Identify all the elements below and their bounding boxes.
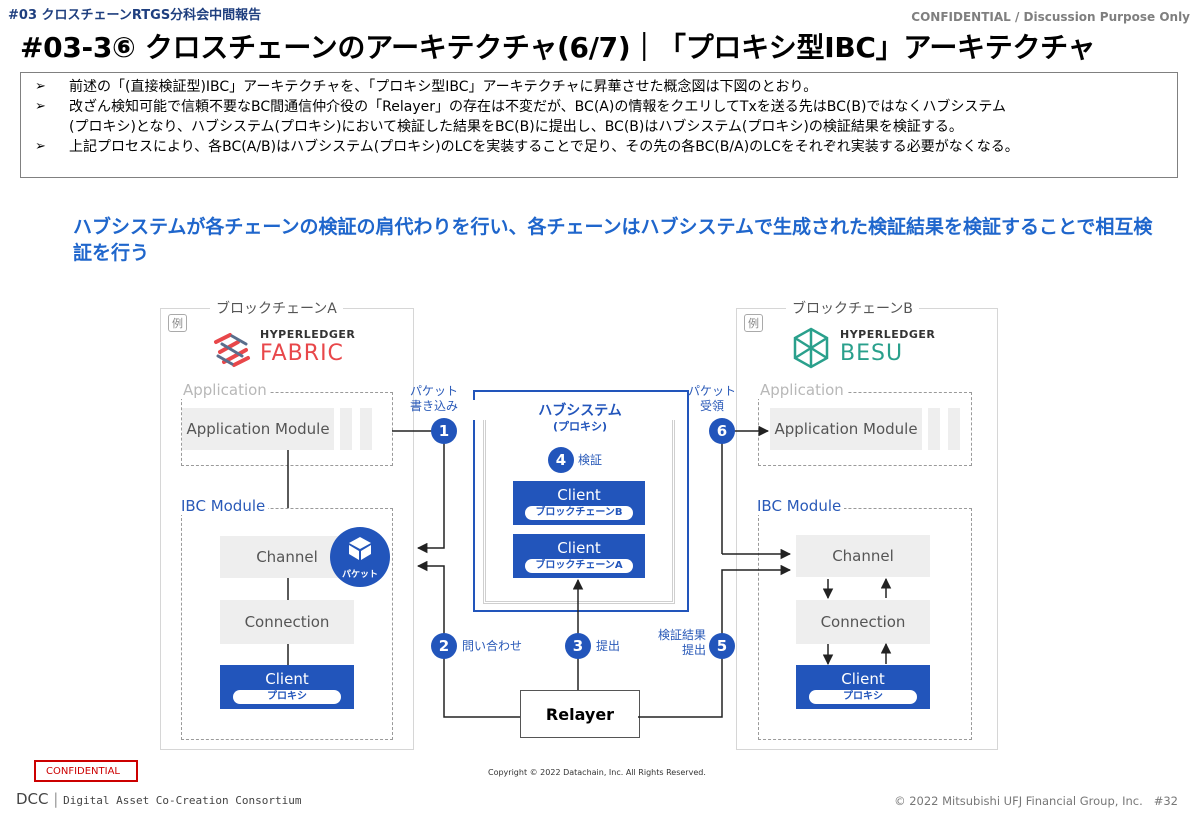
step-label-line: 書き込み — [410, 399, 459, 413]
step-4-label: 検証 — [578, 453, 603, 467]
fabric-logo-top: HYPERLEDGER — [260, 328, 356, 341]
step-5-badge: 5 — [709, 633, 735, 659]
bullet-item: ➢ 上記プロセスにより、各BC(A/B)はハブシステム(プロキシ)のLCを実装する… — [35, 137, 1171, 157]
dcc-mark: DCC — [16, 790, 49, 808]
chain-a-connection: Connection — [220, 600, 354, 644]
bullet-continuation: (プロキシ)となり、ハブシステム(プロキシ)において検証した結果をBC(B)に提… — [35, 117, 1171, 137]
example-badge: 例 — [168, 314, 187, 332]
bullet-text: 前述の「(直接検証型)IBC」アーキテクチャを、「プロキシ型IBC」アーキテクチ… — [69, 79, 818, 95]
step-label-line: パケット — [410, 384, 459, 398]
cube-icon — [349, 537, 371, 560]
page-number: #32 — [1153, 794, 1178, 808]
step-label-line: 受領 — [700, 399, 725, 413]
bullet-marker: ➢ — [35, 99, 46, 114]
bullet-text: 改ざん検知可能で信頼不要なBC間通信仲介役の「Relayer」の存在は不変だが、… — [69, 99, 1006, 115]
architecture-diagram: ブロックチェーンA 例 HYPERLEDGER FABRIC Applicati… — [160, 298, 1040, 750]
client-label: Client — [557, 539, 601, 557]
confidential-notice: CONFIDENTIAL / Discussion Purpose Only — [911, 10, 1190, 24]
fabric-logo-main: FABRIC — [260, 341, 344, 366]
footer-copyright: © 2022 Mitsubishi UFJ Financial Group, I… — [894, 794, 1143, 808]
step-label-line: 提出 — [681, 643, 706, 657]
client-sub-label: ブロックチェーンA — [525, 559, 633, 573]
hub-client-b: Client ブロックチェーンB — [513, 481, 645, 525]
relayer-box: Relayer — [520, 690, 640, 738]
module-bar — [340, 408, 352, 450]
footer-right: © 2022 Mitsubishi UFJ Financial Group, I… — [894, 794, 1178, 808]
client-label: Client — [841, 670, 885, 688]
chain-a-application-area — [181, 392, 393, 466]
chain-a-application-label: Application — [180, 381, 270, 399]
chain-a-ibc-label: IBC Module — [178, 497, 269, 515]
packet-badge: パケット — [330, 527, 390, 587]
besu-logo-main: BESU — [840, 341, 904, 366]
connector-lines — [287, 425, 892, 718]
client-sub-label: プロキシ — [809, 690, 917, 704]
client-label: Client — [265, 670, 309, 688]
bullet-text: (プロキシ)となり、ハブシステム(プロキシ)において検証した結果をBC(B)に提… — [69, 119, 963, 135]
client-sub-label: プロキシ — [233, 690, 341, 704]
step-label-line: パケット — [688, 384, 737, 398]
besu-logo-icon — [793, 327, 829, 369]
bullet-text: 上記プロセスにより、各BC(A/B)はハブシステム(プロキシ)のLCを実装するこ… — [69, 139, 1019, 155]
chain-b-title: ブロックチェーンB — [786, 298, 919, 318]
section-tag: #03 クロスチェーンRTGS分科会中間報告 — [8, 8, 262, 23]
dcc-name: Digital Asset Co-Creation Consortium — [63, 794, 302, 807]
diagram-copyright: Copyright © 2022 Datachain, Inc. All Rig… — [488, 768, 706, 777]
chain-b-connection: Connection — [796, 600, 930, 644]
bullet-marker: ➢ — [35, 79, 46, 94]
chain-a-title: ブロックチェーンA — [210, 298, 343, 318]
bullet-item: ➢ 前述の「(直接検証型)IBC」アーキテクチャを、「プロキシ型IBC」アーキテク… — [35, 77, 1171, 97]
step-1-label: パケット書き込み — [410, 384, 458, 414]
module-bar — [948, 408, 960, 450]
chain-a-client: Client プロキシ — [220, 665, 354, 709]
step-6-badge: 6 — [709, 418, 735, 444]
module-bar — [360, 408, 372, 450]
summary-box: ➢ 前述の「(直接検証型)IBC」アーキテクチャを、「プロキシ型IBC」アーキテク… — [20, 72, 1178, 178]
packet-label: パケット — [341, 570, 378, 580]
step-3-badge: 3 — [565, 633, 591, 659]
bullet-marker: ➢ — [35, 139, 46, 154]
step-4-badge: 4 — [548, 447, 574, 473]
step-3-label: 提出 — [596, 639, 621, 653]
chain-b-channel: Channel — [796, 535, 930, 577]
dcc-logo: DCC | Digital Asset Co-Creation Consorti… — [16, 790, 302, 808]
fabric-logo-icon — [214, 333, 250, 367]
step-5-label: 検証結果提出 — [646, 628, 706, 658]
client-sub-label: ブロックチェーンB — [525, 506, 633, 520]
step-label-line: 検証結果 — [657, 628, 706, 642]
bullet-item: ➢ 改ざん検知可能で信頼不要なBC間通信仲介役の「Relayer」の存在は不変だが… — [35, 97, 1171, 117]
chain-b-client: Client プロキシ — [796, 665, 930, 709]
chain-b-application-label: Application — [757, 381, 847, 399]
client-label: Client — [557, 486, 601, 504]
hub-client-a: Client ブロックチェーンA — [513, 534, 645, 578]
page-title: #03-3⑥ クロスチェーンのアーキテクチャ(6/7)｜「プロキシ型IBC」アー… — [20, 31, 1096, 64]
chain-b-ibc-area — [758, 508, 972, 740]
confidential-stamp: CONFIDENTIAL — [34, 760, 138, 782]
hub-title: ハブシステム — [473, 400, 687, 420]
hub-subtitle: (プロキシ) — [552, 420, 608, 433]
chain-b-app-module: Application Module — [770, 408, 922, 450]
step-1-badge: 1 — [431, 418, 457, 444]
example-badge: 例 — [744, 314, 763, 332]
besu-logo-top: HYPERLEDGER — [840, 328, 936, 341]
chain-a-ibc-area — [181, 508, 393, 740]
step-2-label: 問い合わせ — [462, 639, 523, 653]
chain-b-application-area — [758, 392, 972, 466]
chain-b-ibc-label: IBC Module — [754, 497, 845, 515]
module-bar — [928, 408, 940, 450]
chain-a-app-module: Application Module — [182, 408, 334, 450]
step-6-label: パケット受領 — [688, 384, 736, 414]
step-2-badge: 2 — [431, 633, 457, 659]
lead-statement: ハブシステムが各チェーンの検証の肩代わりを行い、各チェーンはハブシステムで生成さ… — [73, 216, 1153, 264]
